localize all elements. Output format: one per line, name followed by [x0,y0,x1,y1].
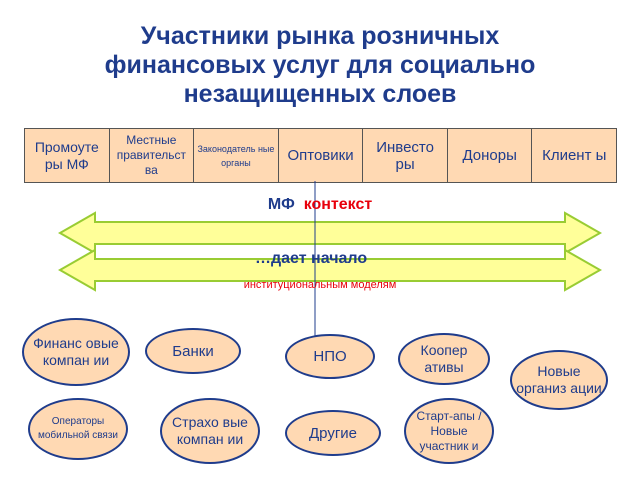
node-cooperatives-label: Коопер ативы [420,342,468,375]
participant-wholesalers: Оптовики [279,129,364,182]
participant-promoters: Промоуте ры МФ [25,129,110,182]
participant-clients: Клиент ы [542,147,607,164]
participant-legislative-bodies: Законодатель ные органы [194,129,279,182]
node-cooperatives: Коопер ативы [398,333,490,385]
node-new-organizations: Новые организ ации [510,350,608,410]
title-line-2: финансовых услуг для социально [104,51,536,79]
node-others: Другие [285,410,381,456]
node-others-label: Другие [308,424,358,442]
context-mf: МФ [267,196,295,213]
participant-investors: Инвесто ры [363,129,448,182]
node-financial-companies-label: Финанс овые компан ии [33,335,119,368]
title-line-3: незащищенных слоев [183,80,457,108]
node-ngo: НПО [285,334,375,379]
context-word: контекст [303,196,373,213]
node-insurance-companies: Страхо вые компан ии [160,398,260,464]
node-new-organizations-label: Новые организ ации [516,363,602,396]
node-insurance-companies-label: Страхо вые компан ии [172,414,248,447]
node-mobile-operators: Операторы мобильной связи [28,398,128,460]
gives-rise-double-arrow [57,248,603,292]
node-ngo-label: НПО [313,348,347,365]
node-financial-companies: Финанс овые компан ии [22,318,130,386]
context-label: МФ контекст [0,196,640,214]
participant-donors: Доноры [448,129,533,182]
title-line-1: Участники рынка розничных [140,22,500,50]
participants-row: Промоуте ры МФ Местные правительст ва За… [24,128,617,183]
gives-rise-label: …дает начало [255,250,368,267]
context-double-arrow [57,211,603,255]
node-startups-label: Старт-апы / Новые участник и [416,408,482,453]
node-banks-label: Банки [172,342,214,360]
node-mobile-operators-label: Операторы мобильной связи [37,416,119,441]
node-startups: Старт-апы / Новые участник и [404,398,494,464]
participant-local-governments: Местные правительст ва [110,129,195,182]
node-banks: Банки [145,328,241,374]
diagram-title: Участники рынка розничных финансовых усл… [40,22,600,109]
institutional-models-label: институциональным моделям [243,279,397,291]
